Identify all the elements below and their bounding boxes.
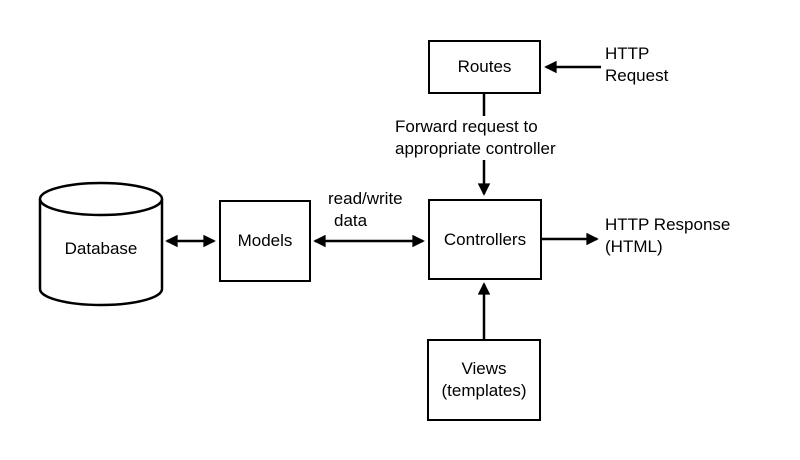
controllers-node: Controllers [428, 199, 542, 280]
http-request-line1: HTTP [605, 44, 650, 63]
views-node: Views (templates) [427, 339, 541, 421]
routes-label: Routes [457, 57, 512, 76]
read-write-line2: data [334, 211, 368, 230]
http-response-line2: (HTML) [605, 237, 663, 256]
forward-request-line1: Forward request to [395, 117, 538, 136]
database-label-text: Database [64, 239, 138, 258]
http-request-label: HTTP Request [605, 43, 668, 87]
views-label-line1: Views [461, 359, 507, 378]
database-cylinder-shape [38, 181, 164, 307]
http-response-label: HTTP Response (HTML) [605, 214, 730, 258]
controllers-label: Controllers [443, 229, 527, 249]
models-label: Models [237, 231, 293, 250]
routes-node: Routes [428, 40, 541, 94]
forward-request-label: Forward request to appropriate controlle… [392, 116, 559, 160]
read-write-line1: read/write [328, 189, 403, 208]
database-label: Database [40, 199, 162, 299]
models-node: Models [219, 200, 311, 282]
http-request-line2: Request [605, 66, 669, 85]
http-response-line1: HTTP Response [605, 215, 731, 234]
forward-request-line2: appropriate controller [395, 139, 556, 158]
read-write-data-label: read/write data [328, 188, 403, 232]
views-label-line2: (templates) [441, 381, 527, 400]
